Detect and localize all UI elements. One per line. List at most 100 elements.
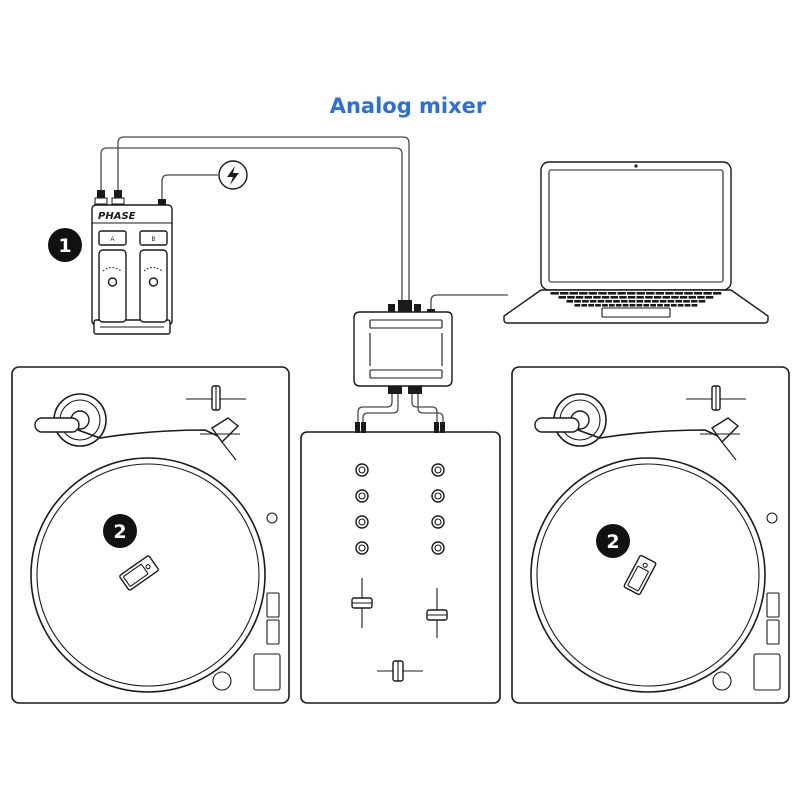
keyboard-key bbox=[664, 304, 670, 307]
keyboard-key bbox=[646, 292, 655, 295]
keyboard-key bbox=[667, 300, 675, 303]
badge-right-turntable: 2 bbox=[596, 524, 630, 558]
keyboard-key bbox=[636, 292, 645, 295]
keyboard-key bbox=[674, 292, 684, 295]
keyboard-key bbox=[588, 292, 598, 295]
mixer-knob bbox=[431, 541, 445, 555]
keyboard-key bbox=[601, 296, 610, 299]
mixer-knob-center bbox=[434, 518, 442, 526]
mixer-knob bbox=[355, 541, 369, 555]
keyboard-key bbox=[675, 300, 682, 303]
keyboard-key bbox=[581, 304, 588, 307]
keyboard-key bbox=[560, 292, 569, 295]
keyboard-key bbox=[569, 292, 578, 295]
keyboard-key bbox=[652, 300, 659, 303]
keyboard-key bbox=[691, 304, 698, 307]
keyboard-key bbox=[697, 296, 705, 299]
keyboard-key bbox=[589, 300, 597, 303]
dock-button-a-label: A bbox=[110, 237, 114, 243]
laptop-keyboard bbox=[550, 292, 722, 307]
svg-text:1: 1 bbox=[58, 235, 71, 257]
keyboard-key bbox=[597, 300, 605, 303]
keyboard-key bbox=[575, 296, 584, 299]
keyboard-key bbox=[665, 292, 674, 295]
mixer-knob-center bbox=[358, 466, 366, 474]
turntable-right bbox=[511, 366, 790, 704]
keyboard-key bbox=[579, 292, 588, 295]
mixer-knob bbox=[355, 515, 369, 529]
keyboard-key bbox=[684, 292, 693, 295]
keyboard-key bbox=[619, 296, 627, 299]
mixer-knob bbox=[431, 515, 445, 529]
dock-button-b bbox=[139, 230, 168, 246]
keyboard-key bbox=[610, 296, 618, 299]
mixer-knob-center bbox=[434, 492, 442, 500]
badge-left-turntable: 2 bbox=[103, 514, 137, 548]
cables bbox=[100, 136, 508, 424]
keyboard-key bbox=[670, 304, 677, 307]
dock-button-b-label: B bbox=[151, 237, 155, 243]
keyboard-key bbox=[683, 300, 690, 303]
keyboard-key bbox=[657, 304, 663, 307]
svg-text:2: 2 bbox=[113, 521, 126, 543]
keyboard-key bbox=[698, 300, 706, 303]
dock-rca-plugs bbox=[94, 190, 166, 207]
keyboard-key bbox=[644, 300, 651, 303]
keyboard-key bbox=[605, 300, 612, 303]
keyboard-key bbox=[593, 296, 601, 299]
keyboard-key bbox=[677, 304, 684, 307]
keyboard-key bbox=[582, 300, 589, 303]
mixer-knob-center bbox=[358, 518, 366, 526]
keyboard-key bbox=[607, 292, 617, 295]
keyboard-key bbox=[629, 304, 636, 307]
keyboard-key bbox=[598, 292, 607, 295]
phase-remote-left bbox=[119, 555, 159, 591]
keyboard-key bbox=[650, 304, 656, 307]
mixer-knob-center bbox=[434, 466, 442, 474]
diagram-title: Analog mixer bbox=[330, 94, 487, 118]
dock-brand-label: PHASE bbox=[98, 211, 136, 222]
keyboard-key bbox=[567, 296, 575, 299]
keyboard-key bbox=[705, 296, 714, 299]
keyboard-key bbox=[602, 304, 608, 307]
keyboard-key bbox=[608, 304, 615, 307]
keyboard-key bbox=[684, 304, 691, 307]
keyboard-key bbox=[620, 300, 628, 303]
keyboard-key bbox=[659, 300, 667, 303]
keyboard-key bbox=[655, 292, 664, 295]
keyboard-key bbox=[550, 292, 559, 295]
dock-button-a bbox=[98, 230, 127, 246]
mixer-knob bbox=[355, 463, 369, 477]
keyboard-key bbox=[574, 300, 581, 303]
turntable-left bbox=[11, 366, 290, 704]
keyboard-key bbox=[688, 296, 696, 299]
keyboard-key bbox=[558, 296, 566, 299]
mixer-knob bbox=[431, 463, 445, 477]
keyboard-key bbox=[628, 300, 636, 303]
svg-text:2: 2 bbox=[606, 531, 619, 553]
keyboard-key bbox=[645, 296, 653, 299]
keyboard-key bbox=[615, 304, 622, 307]
keyboard-key bbox=[662, 296, 670, 299]
keyboard-key bbox=[622, 304, 629, 307]
badge-dock: 1 bbox=[48, 228, 82, 262]
keyboard-key bbox=[566, 300, 574, 303]
keyboard-key bbox=[636, 296, 644, 299]
keyboard-key bbox=[636, 304, 643, 307]
mixer-knob-center bbox=[434, 544, 442, 552]
audio-interface bbox=[353, 300, 453, 394]
keyboard-key bbox=[643, 304, 650, 307]
power-icon bbox=[218, 160, 248, 190]
keyboard-key bbox=[679, 296, 688, 299]
mixer-knob-center bbox=[358, 492, 366, 500]
mixer-knobs bbox=[355, 463, 445, 555]
keyboard-key bbox=[595, 304, 601, 307]
keyboard-key bbox=[626, 292, 636, 295]
keyboard-key bbox=[636, 300, 644, 303]
keyboard-key bbox=[584, 296, 592, 299]
keyboard-key bbox=[613, 300, 620, 303]
keyboard-key bbox=[653, 296, 662, 299]
keyboard-key bbox=[617, 292, 626, 295]
keyboard-key bbox=[574, 304, 581, 307]
